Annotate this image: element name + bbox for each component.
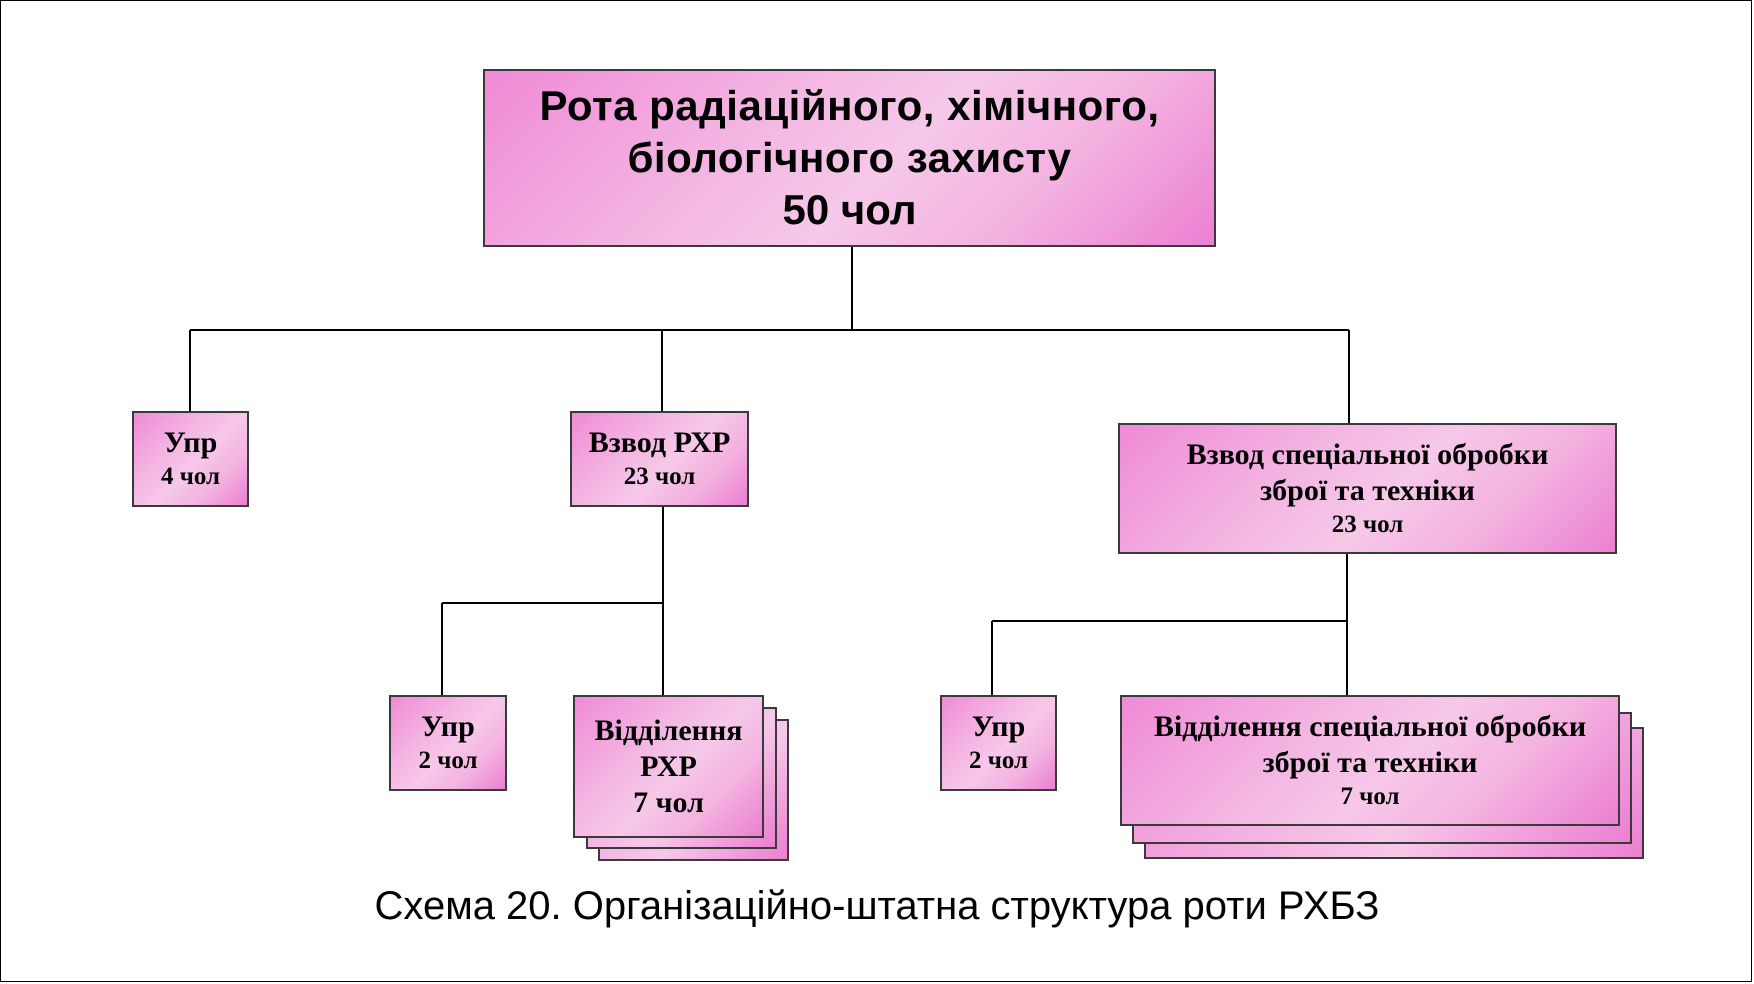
node-platoon-rkhr-count: 23 чол: [623, 463, 696, 490]
node-company-count: 50 чол: [782, 186, 917, 233]
node-mgmt-company-title: Упр: [163, 426, 218, 459]
node-section-rkhr: Відділення РХР 7 чол: [573, 695, 764, 838]
node-mgmt-rkhr-title: Упр: [421, 710, 475, 743]
node-platoon-special-title-line1: Взвод спеціальної обробки: [1186, 437, 1549, 471]
node-mgmt-rkhr-count: 2 чол: [418, 747, 478, 774]
node-mgmt-special-count: 2 чол: [968, 747, 1029, 774]
node-platoon-special-count: 23 чол: [1331, 510, 1404, 538]
node-mgmt-rkhr: Упр 2 чол: [389, 695, 507, 791]
node-section-special-title-line1: Відділення спеціальної обробки: [1153, 709, 1587, 743]
node-section-special-title-line2: зброї та техніки: [1262, 745, 1478, 779]
node-company-title-line2: біологічного захисту: [627, 134, 1072, 181]
node-company-title-line1: Рота радіаційного, хімічного,: [539, 82, 1160, 129]
node-mgmt-special-title: Упр: [971, 710, 1026, 743]
node-platoon-rkhr-title: Взвод РХР: [588, 426, 731, 459]
node-platoon-special: Взвод спеціальної обробки зброї та техні…: [1118, 423, 1617, 554]
node-platoon-special-title-line2: зброї та техніки: [1260, 473, 1475, 507]
node-section-rkhr-title-line2: РХР: [640, 749, 697, 783]
node-section-special: Відділення спеціальної обробки зброї та …: [1120, 695, 1620, 826]
node-section-rkhr-count: 7 чол: [633, 785, 704, 819]
node-section-rkhr-title-line1: Відділення: [594, 713, 743, 747]
node-mgmt-company-count: 4 чол: [160, 463, 221, 490]
diagram-caption: Схема 20. Організаційно-штатна структура…: [374, 884, 1380, 928]
node-company: Рота радіаційного, хімічного, біологічно…: [483, 69, 1216, 247]
node-mgmt-special: Упр 2 чол: [940, 695, 1057, 791]
node-platoon-rkhr: Взвод РХР 23 чол: [570, 411, 749, 507]
node-section-special-count: 7 чол: [1340, 782, 1400, 810]
node-mgmt-company: Упр 4 чол: [132, 411, 249, 507]
